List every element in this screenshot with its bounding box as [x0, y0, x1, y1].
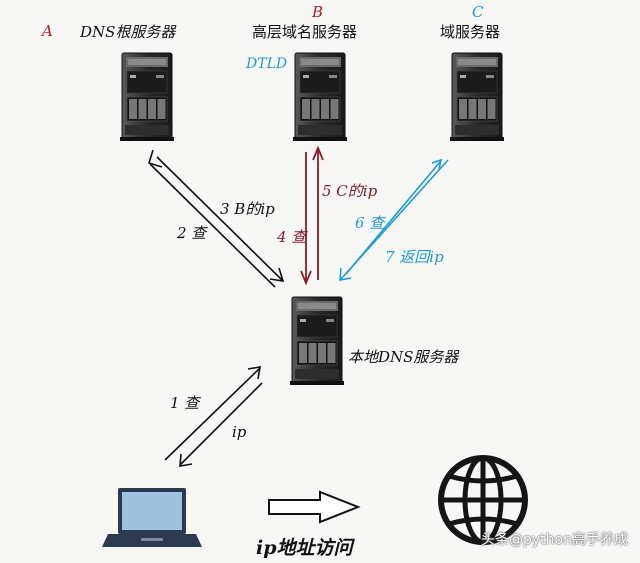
- step-1-label: 1 查: [170, 394, 200, 412]
- step-2-label: 2 查: [177, 224, 207, 242]
- step-3-label: 3 B的ip: [220, 200, 275, 218]
- arrows-auth-local: [339, 158, 449, 281]
- step-5-label: 5 C的ip: [322, 182, 378, 200]
- tld-server-icon: [292, 52, 348, 142]
- local-server-label: 本地DNS服务器: [348, 348, 459, 366]
- step-6-label: 6 查: [355, 214, 385, 232]
- tld-tag: DTLD: [246, 56, 288, 72]
- auth-letter: C: [472, 3, 484, 21]
- root-letter: A: [42, 22, 53, 40]
- watermark: 头条@python高手养成: [481, 532, 628, 548]
- globe-icon: [438, 455, 528, 545]
- step-7-label: 7 返回ip: [385, 248, 444, 266]
- ip-access-caption: ip地址访问: [256, 537, 353, 559]
- arrows-tld-local: [300, 145, 324, 286]
- tld-server-label: 高层域名服务器: [252, 23, 358, 41]
- laptop-icon: [102, 488, 202, 547]
- local-server-icon: [289, 296, 345, 386]
- auth-server-icon: [449, 52, 505, 142]
- arrow-right-icon: [268, 490, 361, 524]
- step-4-label: 4 查: [277, 228, 307, 246]
- root-server-label: DNS根服务器: [80, 23, 176, 41]
- root-server-icon: [119, 52, 175, 142]
- auth-server-label: 域服务器: [440, 23, 501, 41]
- arrows-laptop-local: [164, 366, 263, 467]
- tld-letter: B: [312, 3, 324, 21]
- step-1-reply-label: ip: [232, 423, 247, 441]
- arrows-root-local: [148, 149, 285, 288]
